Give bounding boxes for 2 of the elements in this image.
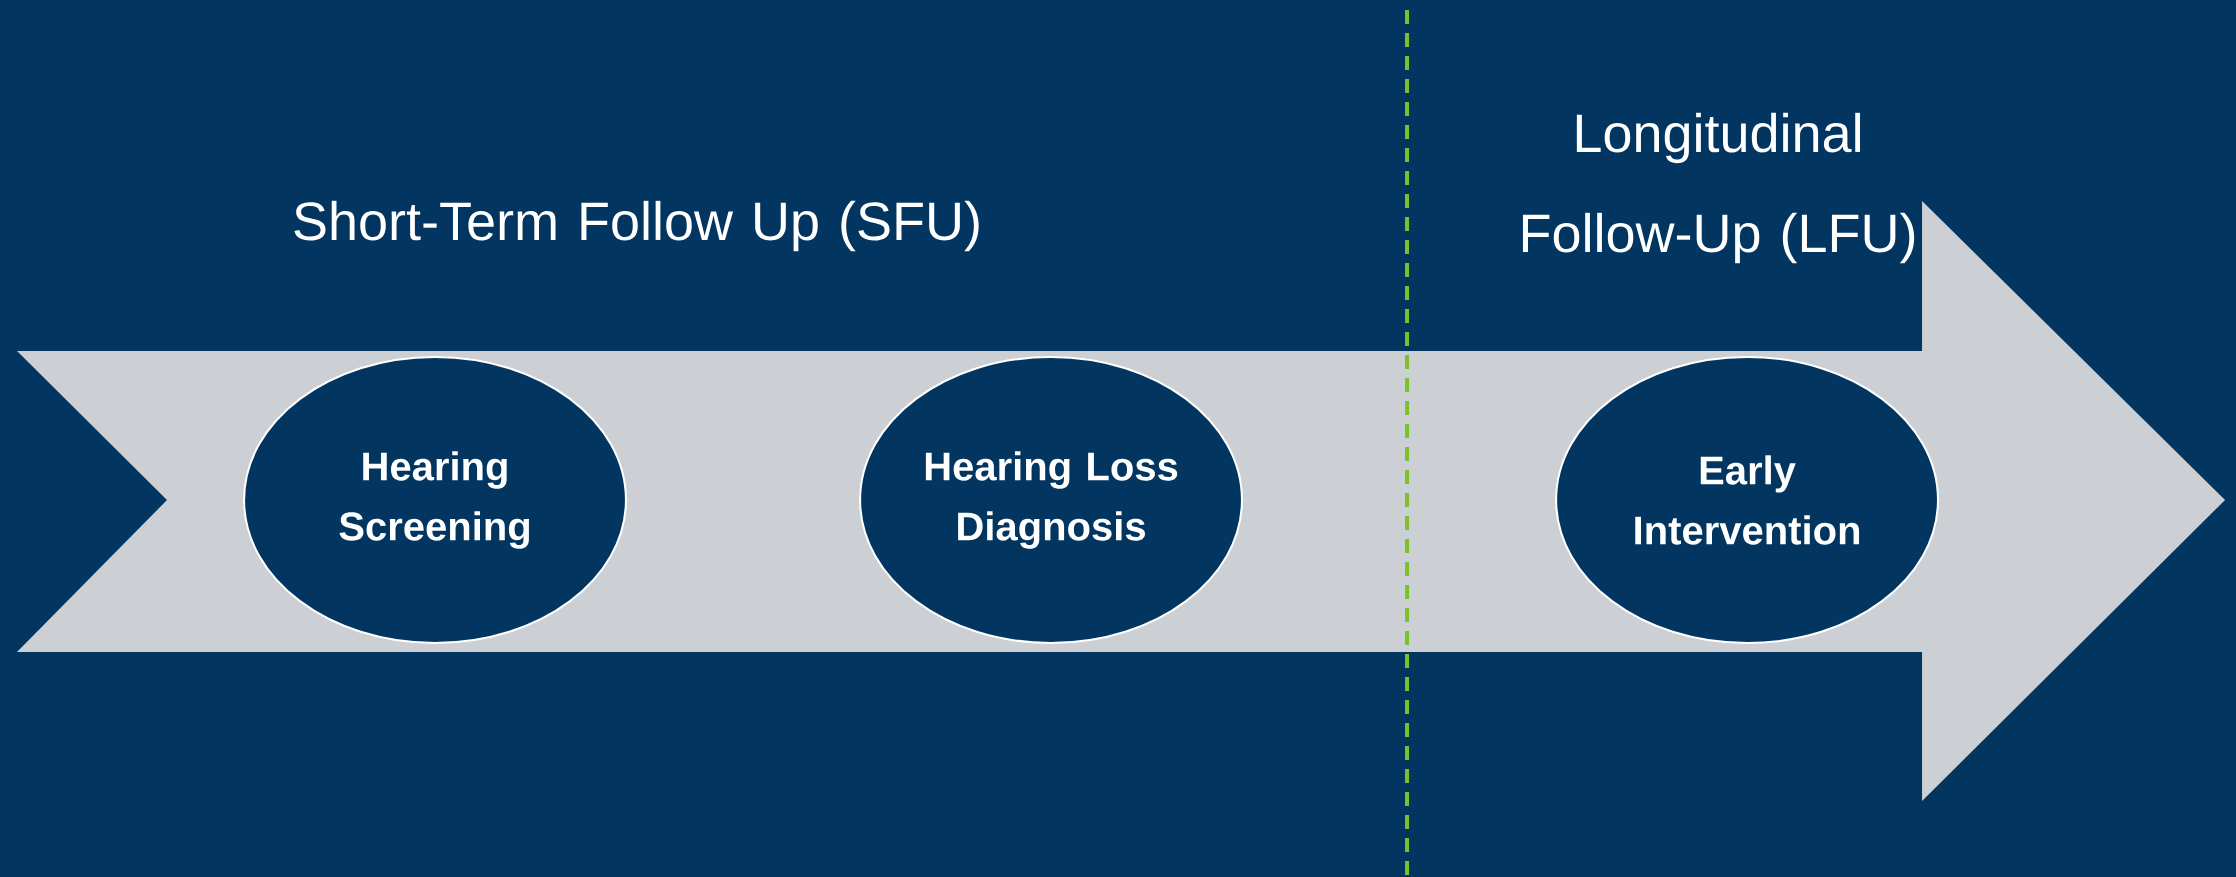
phase-heading: Short-Term Follow Up (SFU) [294,200,979,252]
phase-heading: Longitudinal Follow-Up (LFU) [1522,112,1915,264]
